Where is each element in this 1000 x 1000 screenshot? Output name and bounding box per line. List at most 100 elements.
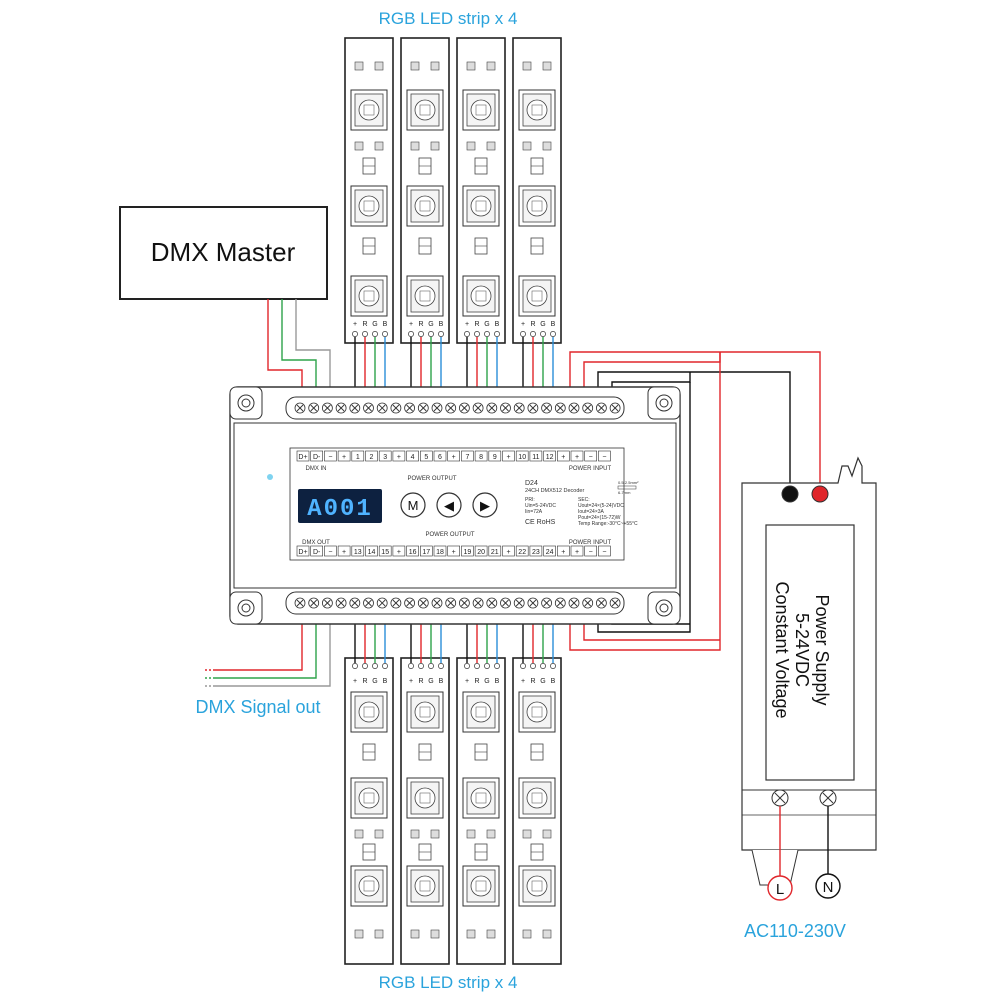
terminal-screw <box>541 402 553 414</box>
status-led <box>267 474 273 480</box>
pri-line-2: Iin=72A <box>525 509 543 515</box>
terminal-label-top: + <box>561 454 565 461</box>
terminal-n-label: N <box>823 879 834 896</box>
terminal-screw <box>376 402 388 414</box>
terminal-screw <box>595 402 607 414</box>
dmx-out-wire <box>215 609 303 671</box>
strip-pin-label: R <box>530 678 535 685</box>
terminal-label-bottom: 17 <box>422 549 430 556</box>
terminal-label-top: 2 <box>370 454 374 461</box>
strip-pin <box>362 331 368 337</box>
resistor <box>474 843 488 861</box>
led-chip <box>462 275 500 317</box>
resistor <box>530 237 544 255</box>
resistor <box>418 843 432 861</box>
terminal-label-top: − <box>589 454 593 461</box>
dmx-out-wire <box>215 609 317 679</box>
terminal-screw <box>527 597 539 609</box>
terminal-screw <box>431 402 443 414</box>
strip-pin <box>520 331 526 337</box>
strip-pin-label: R <box>474 678 479 685</box>
terminal-l <box>767 875 793 901</box>
sec-line-4: Temp Range:-30°C~+55°C <box>578 521 638 527</box>
terminal-label-top: 1 <box>356 454 360 461</box>
resistor <box>418 743 432 761</box>
terminal-label-top: 8 <box>479 454 483 461</box>
terminal-label-bottom: + <box>575 549 579 556</box>
terminal-screw <box>445 597 457 609</box>
strip-pin-label: + <box>409 678 413 685</box>
right-button[interactable]: ▶ <box>472 492 498 518</box>
strip-pin-label: B <box>383 321 388 328</box>
sec-line-3: Pout=24×(15-72)W <box>578 515 621 521</box>
strip-pin <box>362 663 368 669</box>
terminal-screw <box>595 597 607 609</box>
terminal-screw <box>582 597 594 609</box>
strip-pin <box>372 663 378 669</box>
terminal-screw <box>417 597 429 609</box>
terminal-label-bottom: − <box>589 549 593 556</box>
dmx-in-wire <box>295 299 331 402</box>
strip-pin-label: R <box>474 321 479 328</box>
led-chip <box>518 89 556 131</box>
led-chip <box>518 777 556 819</box>
led-chip <box>462 865 500 907</box>
terminal-l-label: L <box>776 881 784 898</box>
terminal-screw <box>458 402 470 414</box>
resistor <box>530 743 544 761</box>
led-chip <box>350 89 388 131</box>
strip-pin-label: G <box>428 678 433 685</box>
strip-pin-label: R <box>530 321 535 328</box>
terminal-label-bottom: 23 <box>532 549 540 556</box>
terminal-label-bottom: 20 <box>477 549 485 556</box>
strip-pin-label: R <box>362 678 367 685</box>
bottom-strips-label: RGB LED strip x 4 <box>379 973 518 992</box>
dmx-in-wire <box>281 299 317 402</box>
strip-pin <box>372 331 378 337</box>
strip-pin-label: G <box>484 678 489 685</box>
model-desc: 24CH DMX512 Decoder <box>525 488 584 494</box>
strip-pin-label: B <box>439 321 444 328</box>
sec-line-1: Uout=24×(5-24)VDC <box>578 503 624 509</box>
terminal-label-top: 11 <box>532 454 539 461</box>
terminal-label-bottom: 13 <box>354 549 362 556</box>
strip-pin <box>382 331 388 337</box>
dmx-out-label: DMX OUT <box>302 540 330 546</box>
sec-title: SEC: <box>578 497 590 503</box>
power-wire <box>569 351 821 486</box>
strip-pin <box>494 663 500 669</box>
terminal-label-bottom: D- <box>313 549 321 556</box>
strip-pin-label: B <box>383 678 388 685</box>
led-chip <box>518 185 556 227</box>
strip-pin-label: B <box>551 678 556 685</box>
mode-button[interactable]: M <box>400 492 426 518</box>
terminal-screw <box>390 402 402 414</box>
terminal-screw <box>445 402 457 414</box>
strip-pin <box>474 663 480 669</box>
terminal-screw <box>486 597 498 609</box>
strip-pin <box>408 331 414 337</box>
terminal-label-top: 5 <box>424 454 428 461</box>
terminal-screw <box>609 597 621 609</box>
strip-pin-label: + <box>465 321 469 328</box>
terminal-label-bottom: 22 <box>518 549 526 556</box>
pri-title: PRI: <box>525 497 535 503</box>
terminal-label-top: 4 <box>411 454 415 461</box>
dmx-in-wire <box>267 299 303 402</box>
left-button[interactable]: ◀ <box>436 492 462 518</box>
led-chip <box>518 691 556 733</box>
terminal-label-top: 12 <box>546 454 554 461</box>
terminal-screw <box>349 597 361 609</box>
terminal-screw <box>541 597 553 609</box>
terminal-screw <box>486 402 498 414</box>
strip-pin <box>484 331 490 337</box>
terminal-label-top: − <box>602 454 606 461</box>
strip-pin <box>438 663 444 669</box>
terminal-label-top: D+ <box>298 454 307 461</box>
strip-pin <box>352 331 358 337</box>
